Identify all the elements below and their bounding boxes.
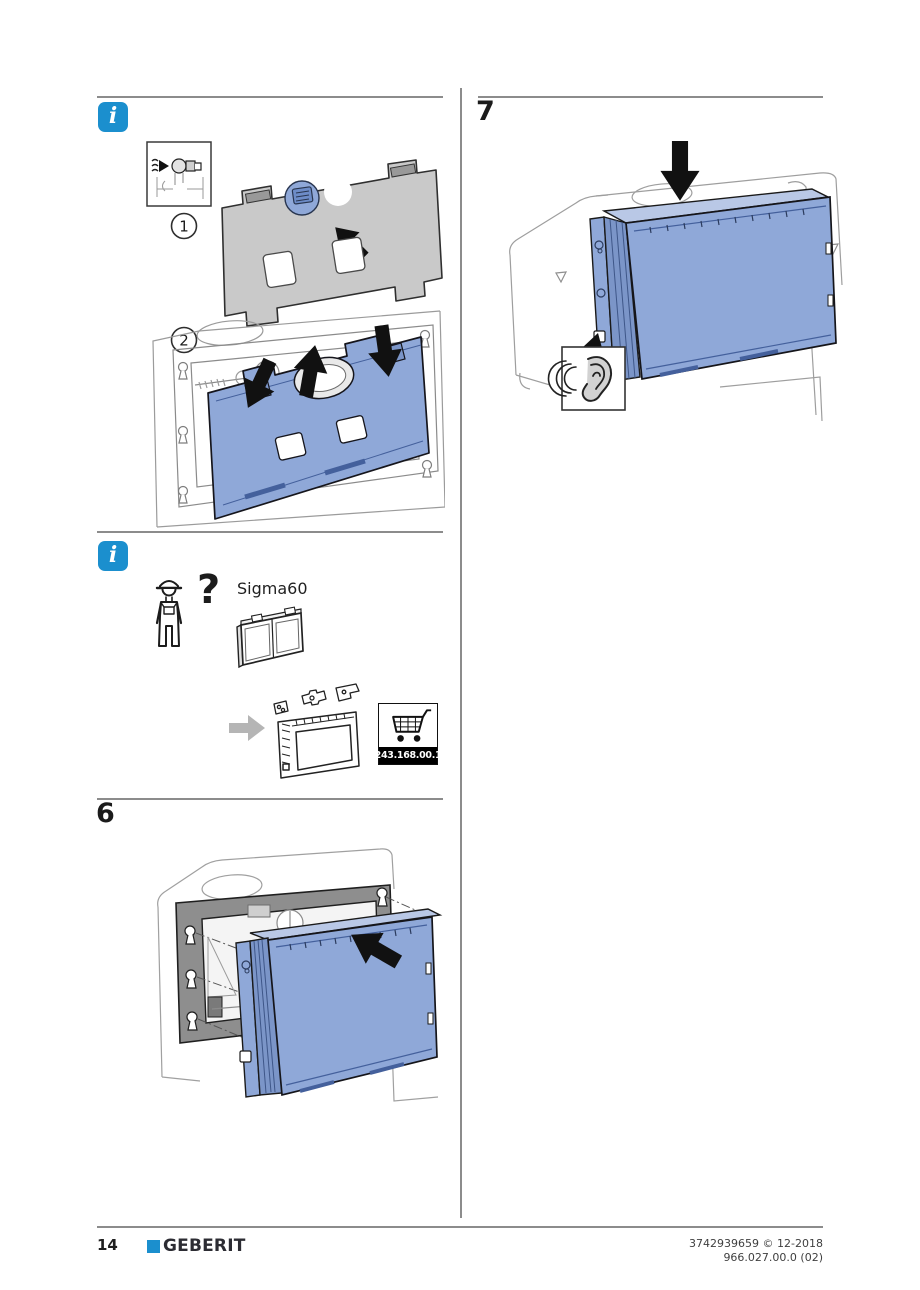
step-1-marker: 1 <box>170 212 198 240</box>
valve-inset-box <box>146 141 212 207</box>
column-divider <box>460 88 462 1218</box>
brand-square-icon <box>147 1240 160 1253</box>
brand-name: GEBERIT <box>163 1236 246 1256</box>
order-number-badge: 243.168.00.1 <box>375 703 442 765</box>
doc-ref-line2: 966.027.00.0 (02) <box>723 1250 823 1264</box>
valve-seat <box>284 180 320 216</box>
info-icon-glyph: i <box>108 542 118 568</box>
inset-arrow-icon <box>159 160 169 172</box>
info-icon: i <box>98 102 128 132</box>
rule-top-right <box>478 96 823 98</box>
rule-mid-left <box>97 531 443 533</box>
section-7-heading: 7 <box>476 96 495 127</box>
rule-footer <box>97 1226 823 1228</box>
info-icon-2: i <box>98 541 128 571</box>
shopping-cart-icon <box>379 704 437 747</box>
listen-callout <box>547 333 626 411</box>
blue-cover-box <box>235 908 443 1098</box>
document-reference: 3742939659 © 12-2018 966.027.00.0 (02) <box>689 1237 823 1264</box>
figure-protection-plate-steps: 1 2 <box>95 135 445 530</box>
figure-step6 <box>140 845 445 1107</box>
sigma60-plate <box>233 603 309 671</box>
order-number: 243.168.00.1 <box>375 747 442 764</box>
step-2-marker: 2 <box>170 326 198 354</box>
svg-text:2: 2 <box>179 332 189 350</box>
installer-icon <box>151 576 187 650</box>
cover-plate <box>221 159 443 327</box>
blue-cover-box <box>589 188 837 384</box>
brand-logo: GEBERIT <box>147 1238 246 1255</box>
ear-icon <box>547 356 613 402</box>
rule-step6 <box>97 798 443 800</box>
press-down-arrow-icon <box>660 141 700 201</box>
gray-arrow-icon <box>229 714 267 742</box>
figure-step7 <box>490 135 850 425</box>
svg-text:1: 1 <box>179 218 189 236</box>
question-mark: ? <box>197 567 221 613</box>
product-label: Sigma60 <box>237 579 308 598</box>
info-icon-glyph: i <box>108 103 118 129</box>
page-number: 14 <box>97 1236 118 1254</box>
section-6-heading: 6 <box>96 798 115 829</box>
fastener-parts-and-box <box>266 682 370 786</box>
rule-top-left <box>97 96 443 98</box>
doc-ref-line1: 3742939659 © 12-2018 <box>689 1237 823 1250</box>
